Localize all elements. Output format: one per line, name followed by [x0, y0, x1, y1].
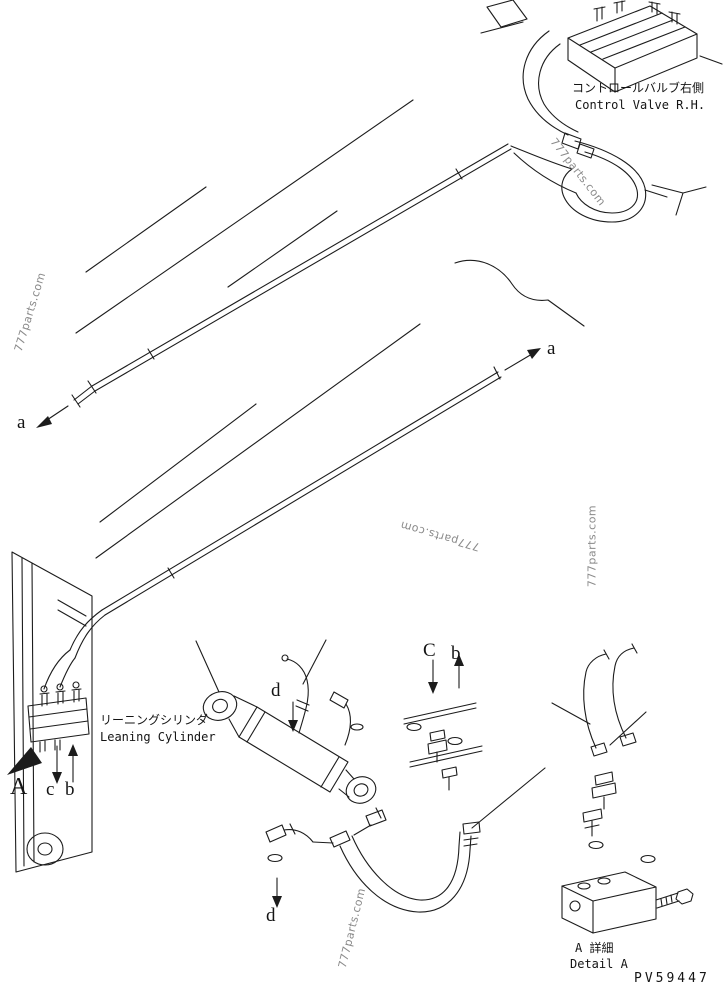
view-arrow-a-left [36, 405, 69, 428]
fitting-column [403, 702, 483, 791]
flow-arrow-C [428, 659, 438, 694]
axle-frame [11, 551, 93, 873]
control-valve-hoses [510, 30, 707, 223]
label-port-c: c [46, 779, 55, 800]
watermark: 777parts.com [585, 504, 599, 588]
flow-arrow-b-upper [454, 654, 464, 689]
control-valve-drawing [480, 0, 723, 93]
part-number: PV59447 [634, 971, 710, 986]
view-arrow-a-right [504, 348, 541, 371]
control-valve-label-en: Control Valve R.H. [575, 98, 706, 112]
label-port-b-upper: b [451, 643, 461, 664]
label-port-b: b [65, 779, 75, 800]
label-a-left: a [17, 412, 26, 433]
frame-lines [75, 99, 585, 693]
leaning-cylinder-label-jp: リーニングシリンダ [100, 713, 209, 727]
flow-arrow-b [68, 744, 78, 783]
leaning-valve-block [27, 649, 90, 753]
label-port-d-lower: d [266, 905, 276, 926]
label-a-right: a [547, 338, 556, 359]
label-port-C-upper: C [423, 640, 436, 661]
leaning-cylinder-label-en: Leaning Cylinder [100, 730, 216, 744]
detail-a-drawing [551, 643, 694, 934]
bottom-hoses [265, 767, 546, 913]
flow-arrow-d-upper [288, 701, 298, 732]
view-arrow-A [7, 747, 42, 775]
detail-a-label-en: Detail A [570, 957, 628, 971]
detail-a-label-jp: A 詳細 [575, 941, 614, 955]
cylinder-assembly [202, 654, 377, 804]
flow-arrow-d-lower [272, 877, 282, 908]
control-valve-label-jp: コントロールバルブ右側 [572, 81, 705, 95]
label-port-d-upper: d [271, 680, 281, 701]
pipe-run-upper [71, 143, 512, 408]
flow-arrow-c [52, 745, 62, 784]
label-view-A: A [10, 774, 28, 800]
pipe-run-lower [69, 366, 502, 659]
